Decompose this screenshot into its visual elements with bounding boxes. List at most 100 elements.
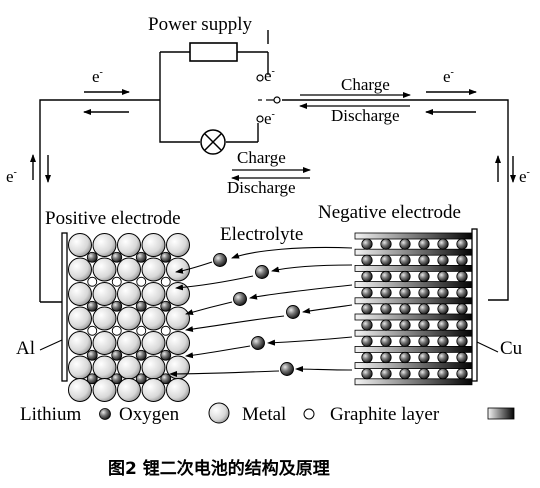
lithium-ion — [160, 251, 172, 263]
oxygen-sphere — [68, 306, 92, 331]
electrolyte-ions — [169, 246, 353, 377]
lithium-ion — [437, 238, 449, 250]
lithium-ion — [380, 368, 392, 380]
legend: Lithium Oxygen Metal Graphite layer — [20, 402, 515, 425]
metal-atom — [136, 276, 147, 287]
switch-contact-top — [256, 74, 264, 82]
metal-atom — [160, 276, 171, 287]
oxygen-sphere — [68, 233, 92, 257]
lithium-ion — [380, 351, 392, 364]
switch-contact-mid — [273, 96, 281, 104]
power-supply-label: Power supply — [148, 14, 252, 35]
legend-lithium-label: Lithium — [20, 404, 81, 425]
lithium-ion — [86, 251, 98, 263]
legend-oxygen-icon — [208, 402, 230, 424]
cu-label: Cu — [500, 338, 523, 359]
graphite-layer — [354, 345, 473, 353]
oxygen-sphere — [117, 378, 141, 402]
lithium-ion — [418, 319, 430, 331]
lithium-ion — [437, 287, 449, 299]
oxygen-sphere — [92, 257, 117, 282]
lithium-ion — [399, 335, 411, 347]
lithium-ion — [418, 287, 430, 299]
ion-migration-arrow — [175, 261, 213, 274]
legend-graphite-label: Graphite layer — [330, 404, 440, 425]
lithium-ion — [399, 368, 411, 380]
lithium-ion — [399, 254, 411, 266]
lithium-ion — [160, 349, 172, 361]
ion-migration-arrow — [267, 336, 353, 346]
al-label: Al — [16, 338, 35, 359]
oxygen-sphere — [92, 306, 117, 331]
oxygen-sphere — [92, 233, 117, 257]
graphite-layer — [354, 297, 473, 305]
lithium-ion — [361, 351, 373, 364]
oxygen-sphere — [166, 331, 190, 355]
metal-atom — [111, 325, 122, 336]
ion-migration-arrow — [249, 284, 353, 300]
oxygen-sphere — [92, 378, 117, 402]
oxygen-sphere — [166, 282, 190, 306]
switch-contact-bottom — [256, 115, 264, 123]
metal-atom — [111, 276, 122, 287]
lithium-ion — [86, 349, 98, 361]
ion-migration-arrow — [185, 345, 251, 359]
lithium-ion — [399, 351, 411, 364]
ion-migration-arrow — [169, 370, 280, 377]
lithium-ion — [233, 292, 247, 306]
lithium-ion — [437, 351, 449, 364]
metal-atom — [87, 276, 98, 287]
lithium-ion — [135, 300, 147, 312]
lithium-ion — [456, 254, 468, 266]
lithium-ion — [418, 254, 430, 266]
lithium-ion — [418, 238, 430, 250]
lithium-ion — [361, 335, 373, 347]
lithium-ion — [456, 238, 468, 250]
lithium-ion — [399, 303, 411, 315]
electron-label-right: e- — [519, 167, 530, 186]
graphite-layer — [354, 313, 473, 321]
metal-atom — [136, 325, 147, 336]
graphite-layer — [354, 264, 473, 272]
positive-electrode-lattice — [68, 233, 190, 402]
oxygen-sphere — [141, 378, 166, 402]
ion-migration-arrow — [295, 366, 353, 373]
lithium-ion — [111, 300, 123, 312]
ion-migration-arrow — [185, 315, 285, 333]
lithium-ion — [361, 368, 373, 380]
legend-metal-label: Metal — [242, 404, 286, 425]
oxygen-sphere — [141, 233, 166, 257]
ion-migration-arrow — [185, 301, 233, 315]
oxygen-sphere — [166, 306, 190, 331]
lithium-ion — [280, 362, 294, 376]
ion-migration-arrow — [302, 304, 353, 314]
legend-lithium-icon — [99, 408, 111, 420]
electron-label-top-right: e- — [443, 67, 454, 86]
lithium-ion — [437, 368, 449, 380]
graphite-layer — [354, 248, 473, 256]
electron-label-left: e- — [6, 167, 17, 186]
lithium-ion — [456, 351, 468, 364]
oxygen-sphere — [141, 282, 166, 306]
discharge-label-top: Discharge — [331, 106, 400, 125]
oxygen-sphere — [92, 282, 117, 306]
graphite-layer — [354, 362, 473, 370]
lithium-ion — [456, 335, 468, 347]
ion-migration-arrow — [175, 275, 254, 291]
external-circuit — [39, 51, 509, 303]
lithium-ion — [286, 305, 300, 319]
figure-caption: 图2 锂二次电池的结构及原理 — [108, 458, 330, 479]
al-current-collector — [61, 232, 68, 382]
lithium-ion — [135, 251, 147, 263]
oxygen-sphere — [117, 282, 141, 306]
oxygen-sphere — [141, 257, 166, 282]
lithium-ion — [160, 373, 172, 385]
oxygen-sphere — [141, 331, 166, 355]
lamp-icon — [200, 129, 226, 155]
legend-graphite-icon — [487, 407, 515, 420]
lithium-ion — [361, 238, 373, 250]
lithium-ion — [399, 287, 411, 299]
charge-label-top: Charge — [341, 75, 390, 94]
lithium-ion — [456, 319, 468, 331]
